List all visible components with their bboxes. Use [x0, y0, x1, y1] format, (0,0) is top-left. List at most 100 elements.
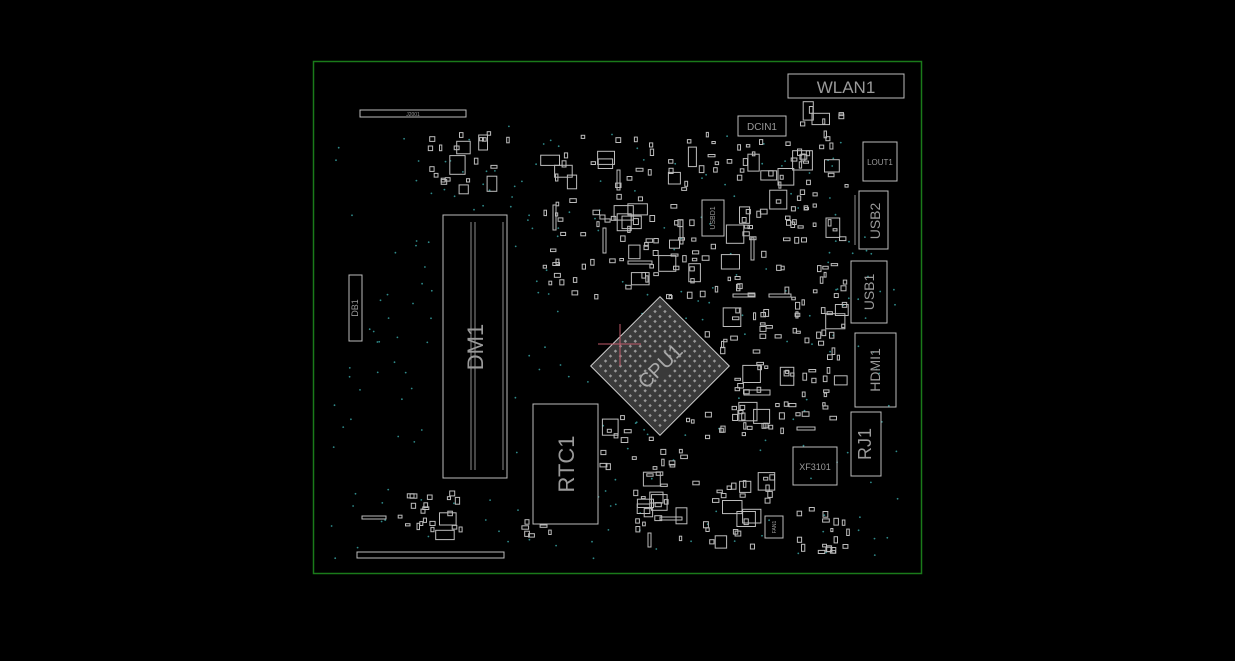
ic-chip[interactable]: [824, 159, 840, 173]
smd-part[interactable]: [555, 258, 560, 265]
smd-part[interactable]: [792, 219, 797, 225]
smd-part[interactable]: [440, 177, 446, 183]
smd-part[interactable]: [710, 243, 717, 250]
smd-part[interactable]: [765, 325, 773, 329]
smd-part[interactable]: [559, 279, 565, 286]
smd-part[interactable]: [678, 237, 685, 241]
smd-part[interactable]: [795, 311, 799, 319]
resistor-array[interactable]: [627, 260, 653, 265]
smd-part[interactable]: [711, 141, 716, 145]
smd-part[interactable]: [759, 326, 767, 332]
smd-part[interactable]: [599, 214, 606, 220]
smd-part[interactable]: [561, 160, 567, 168]
smd-part[interactable]: [609, 258, 616, 264]
smd-part[interactable]: [795, 330, 801, 334]
ic-chip[interactable]: [642, 471, 661, 487]
smd-part[interactable]: [801, 543, 806, 552]
smd-part[interactable]: [596, 221, 600, 228]
ic-chip[interactable]: [566, 174, 578, 190]
lout-connector[interactable]: LOUT1: [862, 141, 898, 182]
ic-chip[interactable]: [722, 307, 742, 327]
smd-part[interactable]: [449, 490, 456, 497]
smd-part[interactable]: [429, 520, 436, 527]
ic-chip[interactable]: [769, 189, 788, 210]
smd-part[interactable]: [668, 460, 676, 466]
bottom-connector[interactable]: [356, 551, 505, 559]
smd-part[interactable]: [705, 131, 709, 138]
ic-chip[interactable]: [739, 480, 752, 493]
smd-part[interactable]: [690, 278, 695, 284]
xf-chip[interactable]: XF3101: [792, 446, 838, 486]
smd-part[interactable]: [822, 405, 829, 410]
smd-part[interactable]: [759, 333, 767, 339]
smd-part[interactable]: [605, 463, 611, 471]
ic-chip[interactable]: [630, 272, 650, 286]
smd-part[interactable]: [606, 428, 612, 433]
smd-part[interactable]: [823, 389, 830, 393]
smd-part[interactable]: [735, 307, 740, 314]
smd-part[interactable]: [652, 466, 658, 470]
smd-part[interactable]: [631, 456, 637, 460]
smd-part[interactable]: [604, 218, 611, 223]
fan-connector[interactable]: FAN1: [764, 515, 784, 539]
smd-part[interactable]: [827, 219, 832, 227]
smd-part[interactable]: [397, 514, 403, 519]
smd-part[interactable]: [833, 517, 839, 526]
cpu-package[interactable]: CPU1: [589, 295, 731, 437]
ic-chip[interactable]: [675, 507, 688, 525]
smd-part[interactable]: [433, 172, 439, 178]
smd-part[interactable]: [760, 312, 767, 318]
smd-part[interactable]: [786, 220, 792, 226]
smd-part[interactable]: [822, 265, 829, 270]
smd-part[interactable]: [670, 204, 678, 209]
smd-part[interactable]: [615, 182, 622, 189]
smd-part[interactable]: [737, 410, 744, 415]
smd-part[interactable]: [416, 522, 420, 531]
smd-part[interactable]: [550, 248, 557, 253]
smd-part[interactable]: [822, 375, 828, 383]
smd-part[interactable]: [746, 425, 753, 430]
smd-part[interactable]: [712, 498, 720, 503]
smd-part[interactable]: [610, 215, 617, 221]
smd-part[interactable]: [836, 354, 840, 361]
smd-part[interactable]: [812, 289, 818, 294]
smd-part[interactable]: [429, 166, 435, 172]
smd-part[interactable]: [832, 228, 838, 232]
ic-chip[interactable]: [613, 205, 634, 221]
smd-part[interactable]: [753, 312, 757, 321]
smd-part[interactable]: [490, 164, 498, 169]
smd-part[interactable]: [801, 411, 810, 417]
ic-chip[interactable]: [658, 255, 677, 272]
smd-part[interactable]: [613, 433, 619, 439]
smd-part[interactable]: [734, 387, 741, 392]
smd-part[interactable]: [842, 279, 848, 285]
smd-part[interactable]: [827, 354, 833, 360]
usb2-connector[interactable]: USB2: [854, 190, 889, 250]
ic-chip[interactable]: [753, 408, 771, 424]
smd-part[interactable]: [451, 524, 458, 530]
smd-part[interactable]: [635, 526, 641, 533]
smd-part[interactable]: [768, 170, 774, 177]
resistor-array[interactable]: [743, 389, 771, 396]
smd-part[interactable]: [737, 383, 744, 389]
smd-part[interactable]: [647, 169, 652, 176]
ic-chip[interactable]: [636, 498, 655, 509]
ic-chip[interactable]: [688, 263, 701, 283]
smd-part[interactable]: [563, 152, 569, 159]
smd-part[interactable]: [749, 543, 756, 550]
smd-part[interactable]: [796, 536, 803, 543]
smd-part[interactable]: [506, 136, 510, 144]
ic-chip[interactable]: [636, 503, 651, 514]
smd-part[interactable]: [458, 526, 463, 533]
smd-part[interactable]: [705, 434, 711, 440]
ic-chip[interactable]: [601, 418, 619, 436]
ic-chip[interactable]: [449, 155, 466, 175]
rj-connector[interactable]: RJ1: [850, 411, 882, 477]
smd-part[interactable]: [745, 144, 751, 148]
smd-part[interactable]: [801, 299, 805, 306]
smd-part[interactable]: [768, 424, 774, 430]
wlan-connector[interactable]: WLAN1: [787, 73, 905, 99]
smd-part[interactable]: [734, 276, 741, 280]
resistor-array[interactable]: [796, 426, 816, 431]
